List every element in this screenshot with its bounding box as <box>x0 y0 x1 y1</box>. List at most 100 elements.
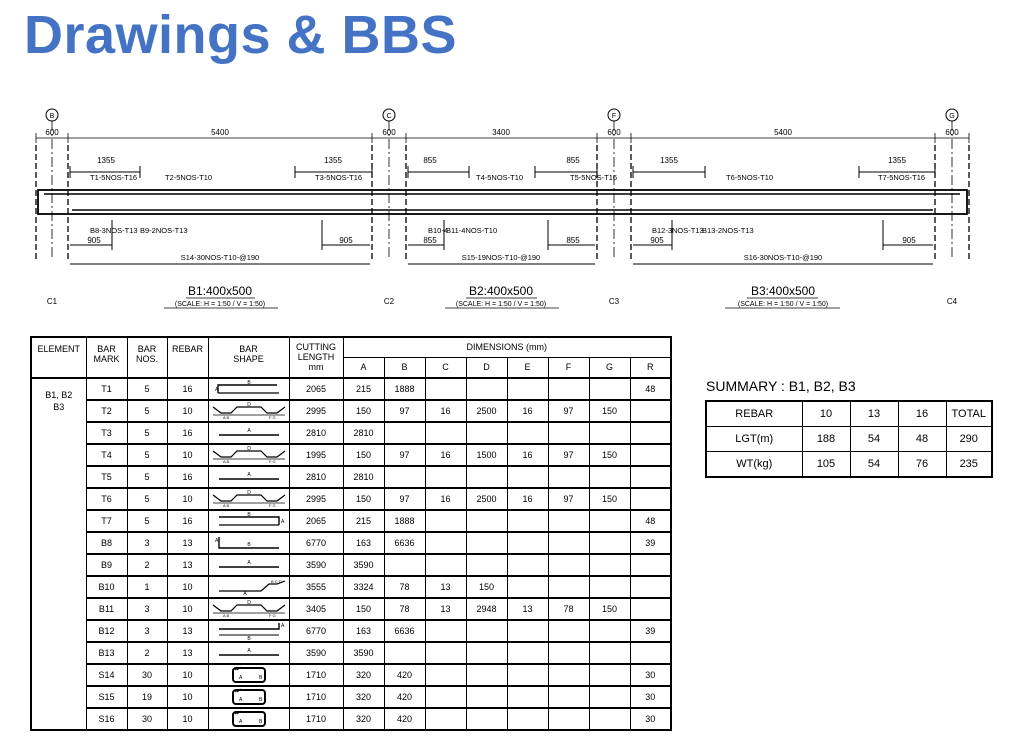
bar-mark-cell: B8 <box>85 531 128 555</box>
dimension-cell: 30 <box>629 663 672 687</box>
dimension-cell <box>424 531 467 555</box>
dimension-cell: 97 <box>383 487 426 511</box>
svg-text:B: B <box>259 697 263 703</box>
dimension-cell: 97 <box>383 443 426 467</box>
dimension-cell: 78 <box>383 597 426 621</box>
dimension-cell <box>506 531 549 555</box>
svg-text:A B: A B <box>223 459 230 464</box>
rebar-cell: 13 <box>166 641 209 665</box>
summary-cell: 290 <box>945 426 993 452</box>
beam-name: B3:400x500 <box>751 284 815 298</box>
dimension-cell: 48 <box>629 377 672 401</box>
rebar-cell: 16 <box>166 465 209 489</box>
bar-label: T2-5NOS-T10 <box>165 173 212 182</box>
dimension-cell: 150 <box>465 575 508 599</box>
header-dimensions: DIMENSIONS (mm) <box>342 336 672 358</box>
dimension-cell <box>588 509 631 533</box>
rebar-cell: 16 <box>166 509 209 533</box>
svg-text:D: D <box>247 600 251 606</box>
dimension-cell: 97 <box>547 443 590 467</box>
cutting-length-cell: 6770 <box>288 619 344 643</box>
svg-text:B: B <box>247 380 251 386</box>
dim-span: 5400 <box>774 128 792 137</box>
dim-bot-ext: 855 <box>566 236 580 245</box>
dimension-cell: 150 <box>588 399 631 423</box>
summary-cell: 188 <box>801 426 851 452</box>
summary-cell: 76 <box>897 451 947 478</box>
bar-mark-cell: T2 <box>85 399 128 423</box>
bar-label: B12-3NOS-T13 <box>652 226 704 235</box>
grid-label: B <box>50 113 55 120</box>
cutting-length-cell: 2810 <box>288 421 344 445</box>
summary-cell: 10 <box>801 400 851 427</box>
summary-cell: WT(kg) <box>705 451 803 478</box>
dimension-cell <box>424 707 467 731</box>
rebar-cell: 10 <box>166 399 209 423</box>
dimension-cell <box>506 619 549 643</box>
dimension-cell <box>506 377 549 401</box>
dimension-cell <box>383 465 426 489</box>
dim-span: 3400 <box>492 128 510 137</box>
bar-nos-cell: 30 <box>126 707 168 731</box>
dimension-cell <box>465 619 508 643</box>
dim-top-ext: 1355 <box>97 156 115 165</box>
dimension-cell: 320 <box>342 663 385 687</box>
bar-mark-cell: B12 <box>85 619 128 643</box>
dimension-cell: 1888 <box>383 377 426 401</box>
dimension-cell: 30 <box>629 685 672 709</box>
summary-cell: 54 <box>849 426 899 452</box>
dimension-cell <box>547 641 590 665</box>
bar-nos-cell: 3 <box>126 619 168 643</box>
dimension-cell: 2500 <box>465 399 508 423</box>
dimension-cell: 13 <box>424 575 467 599</box>
bar-mark-cell: T1 <box>85 377 128 401</box>
dimension-cell: 16 <box>506 443 549 467</box>
dimension-cell <box>629 443 672 467</box>
dim-top-ext: 1355 <box>888 156 906 165</box>
dimension-cell: 2500 <box>465 487 508 511</box>
dimension-cell: 16 <box>424 487 467 511</box>
dim-bot-ext: 905 <box>902 236 916 245</box>
dimension-cell <box>506 707 549 731</box>
dimension-cell <box>588 663 631 687</box>
dimension-cell <box>465 509 508 533</box>
cutting-length-cell: 3590 <box>288 553 344 577</box>
summary-cell: 48 <box>897 426 947 452</box>
dimension-cell <box>424 509 467 533</box>
dimension-cell: 150 <box>342 487 385 511</box>
dim-col: 600 <box>607 128 621 137</box>
rebar-cell: 13 <box>166 531 209 555</box>
svg-text:D: D <box>247 490 251 496</box>
bar-label: B9-2NOS-T13 <box>140 226 188 235</box>
dimension-cell: 150 <box>588 597 631 621</box>
dimension-cell: 163 <box>342 619 385 643</box>
dimension-cell <box>588 377 631 401</box>
beam-name: B2:400x500 <box>469 284 533 298</box>
bar-nos-cell: 1 <box>126 575 168 599</box>
dimension-cell <box>465 531 508 555</box>
dimension-cell <box>424 619 467 643</box>
dimension-cell <box>547 421 590 445</box>
dimension-cell <box>629 575 672 599</box>
dimension-cell <box>465 465 508 489</box>
bar-mark-cell: B13 <box>85 641 128 665</box>
cutting-length-cell: 2995 <box>288 399 344 423</box>
beam-elevation-drawing: B C F G 600 600 600 600 5400 3400 5400 1… <box>35 108 970 309</box>
column-label: C1 <box>47 297 58 306</box>
cutting-length-cell: 2995 <box>288 487 344 511</box>
dim-top-ext: 1355 <box>324 156 342 165</box>
cutting-length-cell: 1710 <box>288 685 344 709</box>
dimension-cell <box>424 421 467 445</box>
header-dim-f: F <box>547 356 590 379</box>
svg-text:F G: F G <box>269 503 276 508</box>
dimension-cell <box>383 553 426 577</box>
cutting-length-cell: 1710 <box>288 663 344 687</box>
